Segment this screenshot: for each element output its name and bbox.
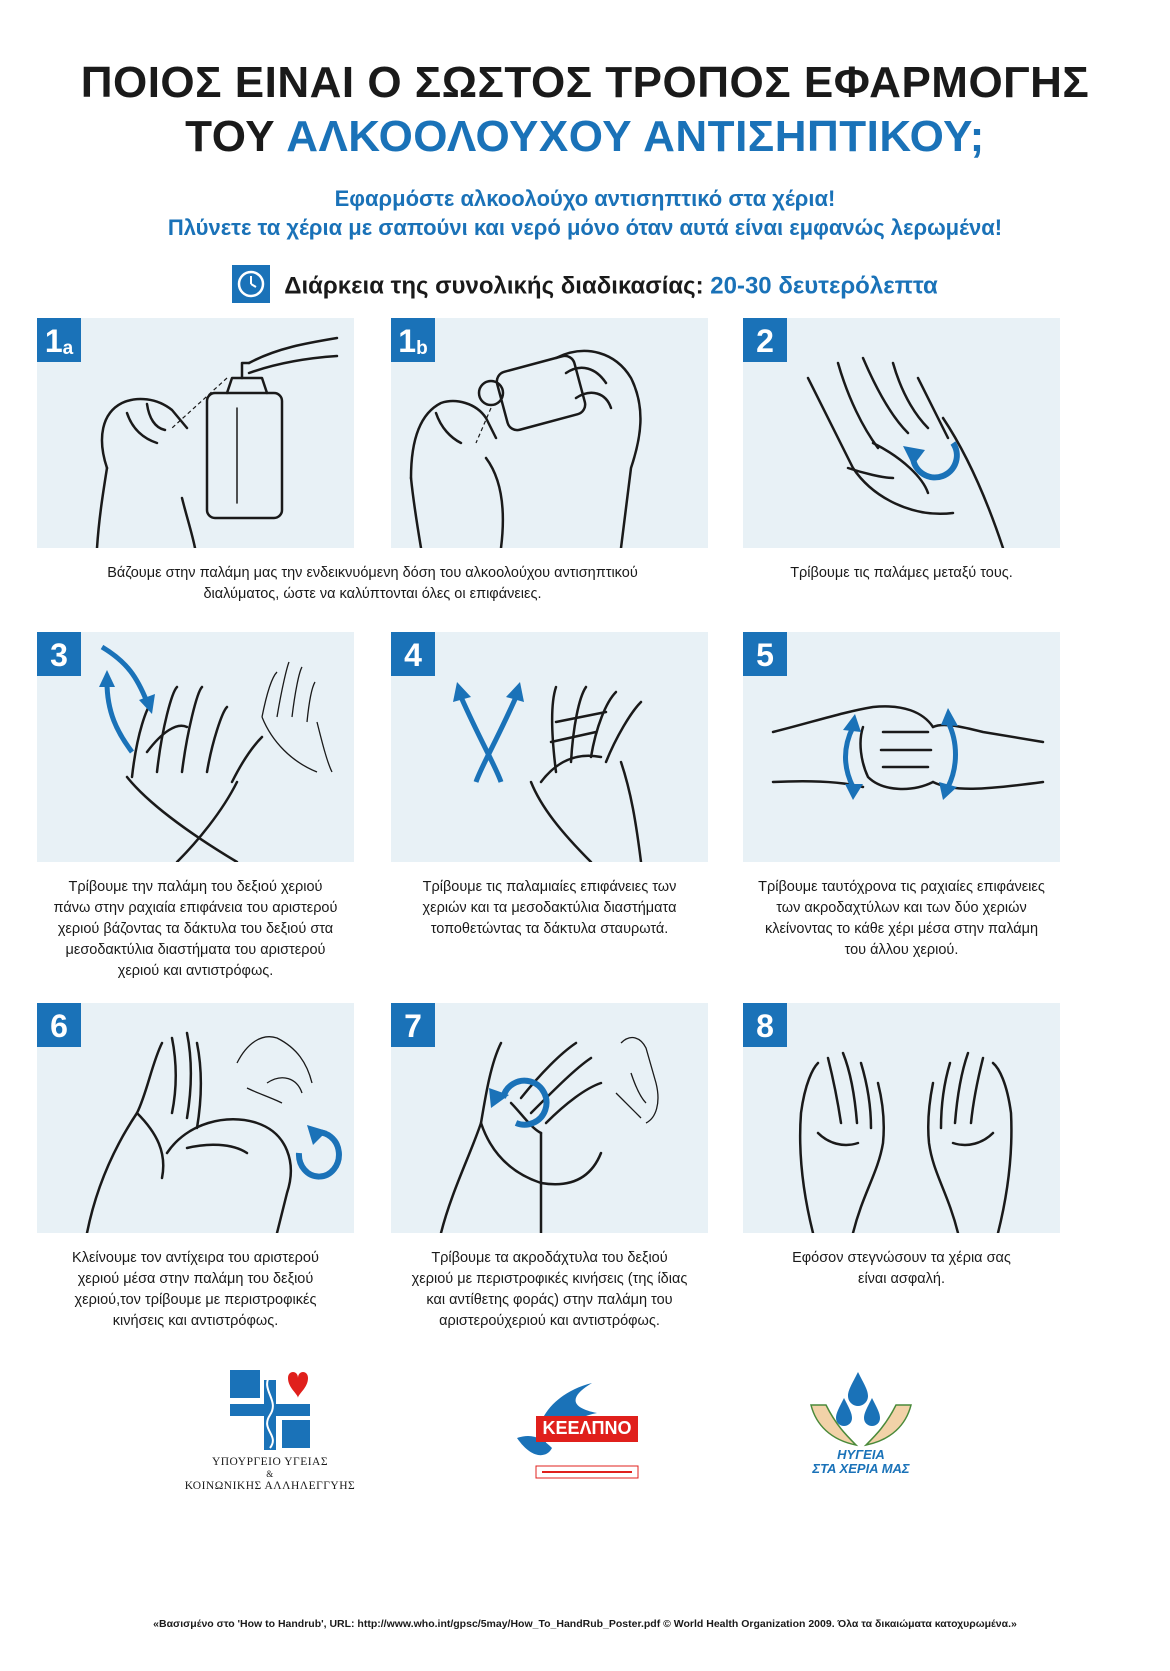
caption-step-3-line2: πάνω στην ραχιαία επιφάνεια του αριστερο…: [53, 900, 338, 916]
caption-step-4-line1: Τρίβουμε τις παλαμιαίες επιφάνειες των: [422, 879, 677, 895]
caption-step-7-line2: χεριού με περιστροφικές κινήσεις (της ίδ…: [411, 1271, 688, 1287]
step-8-illustration: [798, 1051, 1013, 1233]
keelpno-name: ΚΕΕΛΠΝΟ: [542, 1418, 632, 1438]
caption-step-4-line3: τοποθετώντας τα δάκτυλα σταυρωτά.: [430, 921, 669, 937]
caption-step-7-line1: Τρίβουμε τα ακροδάχτυλα του δεξιού: [431, 1250, 668, 1266]
ministry-line2: ΚΟΙΝΩΝΙΚΗΣ ΑΛΛΗΛΕΓΓΥΗΣ: [184, 1480, 356, 1492]
ministry-line1: ΥΠΟΥΡΓΕΙΟ ΥΓΕΙΑΣ: [211, 1456, 329, 1468]
subtitle-apply: Εφαρμόστε αλκοολούχο αντισηπτικό στα χέρ…: [334, 186, 836, 211]
caption-step-8-line1: Εφόσον στεγνώσουν τα χέρια σας: [792, 1250, 1011, 1266]
caption-step-7-line3: και αντίθετης φοράς) στην παλάμη του: [426, 1292, 673, 1308]
step-7-illustration: [439, 1036, 659, 1233]
step-2-illustration: [806, 356, 1005, 548]
hygeia-name: ΗΥΓΕΙΑ ΣΤΑ ΧΕΡΙΑ ΜΑΣ: [806, 1448, 916, 1476]
page-title-line2: ΤΟΥ ΑΛΚΟΟΛΟΥΧΟΥ ΑΝΤΙΣΗΠΤΙΚΟΥ;: [0, 112, 1170, 162]
step-4-illustration: [453, 682, 643, 862]
caption-step-2: Τρίβουμε τις παλάμες μεταξύ τους.: [743, 563, 1060, 584]
footer-credit: «Βασισμένο στο 'How to Handrub', URL: ht…: [153, 1618, 1017, 1630]
caption-step-6-line1: Κλείνουμε τον αντίχειρα του αριστερού: [72, 1250, 319, 1266]
step-1a-illustration: [95, 336, 339, 548]
title-prefix: ΤΟΥ: [185, 112, 287, 161]
caption-step-5-line3: κλείνοντας το κάθε χέρι μέσα στην παλάμη: [764, 921, 1039, 937]
caption-step-7-line4: αριστερούχεριού και αντιστρόφως.: [439, 1313, 660, 1329]
ministry-name: ΥΠΟΥΡΓΕΙΟ ΥΓΕΙΑΣ & ΚΟΙΝΩΝΙΚΗΣ ΑΛΛΗΛΕΓΓΥΗ…: [150, 1455, 390, 1493]
caption-step-3-line5: χεριού και αντιστρόφως.: [117, 963, 274, 979]
step-7-badge: 7: [391, 1003, 435, 1047]
title-highlight: ΑΛΚΟΟΛΟΥΧΟΥ ΑΝΤΙΣΗΠΤΙΚΟΥ;: [286, 112, 985, 161]
step-6-badge: 6: [37, 1003, 81, 1047]
caption-step-1: Βάζουμε στην παλάμη μας την ενδεικνυόμεν…: [37, 563, 708, 605]
step-8-badge: 8: [743, 1003, 787, 1047]
keelpno-logo: ΚΕΕΛΠΝΟ: [512, 1378, 642, 1488]
caption-step-4-line2: χεριών και τα μεσοδακτύλια διαστήματα: [422, 900, 677, 916]
caption-step-6: Κλείνουμε τον αντίχειρα του αριστερού χε…: [37, 1248, 354, 1332]
caption-step-6-line2: χεριού μέσα στην παλάμη του δεξιού: [77, 1271, 314, 1287]
caption-step-3-line3: χεριού βάζοντας τα δάκτυλα του δεξιού στ…: [57, 921, 334, 937]
caption-step-3-line4: μεσοδακτύλια διαστήματα του αριστερού: [65, 942, 326, 958]
step-5-illustration: [771, 705, 1045, 800]
panel-step-5: 5: [743, 632, 1060, 862]
clock-icon: [232, 265, 271, 303]
ministry-amp: &: [266, 1469, 274, 1479]
step-3-badge: 3: [37, 632, 81, 676]
step-3-illustration: [99, 644, 333, 862]
step-4-badge: 4: [391, 632, 435, 676]
step-6-illustration: [85, 1031, 342, 1233]
step-5-badge: 5: [743, 632, 787, 676]
duration-label: Διάρκεια της συνολικής διαδικασίας:: [284, 272, 711, 300]
panel-step-8: 8: [743, 1003, 1060, 1233]
panel-step-6: 6: [37, 1003, 354, 1233]
caption-step-5-line2: των ακροδαχτύλων και των δύο χεριών: [776, 900, 1027, 916]
panel-step-3: 3: [37, 632, 354, 862]
duration-line: Διάρκεια της συνολικής διαδικασίας: 20-3…: [0, 265, 1170, 306]
step-1b-illustration: [409, 349, 642, 548]
caption-step-2-line1: Τρίβουμε τις παλάμες μεταξύ τους.: [790, 565, 1013, 581]
caption-step-4: Τρίβουμε τις παλαμιαίες επιφάνειες των χ…: [391, 877, 708, 940]
caption-step-3: Τρίβουμε την παλάμη του δεξιού χεριού πά…: [37, 877, 354, 982]
caption-step-5-line4: του άλλου χεριού.: [844, 942, 959, 958]
hygeia-line1: ΗΥΓΕΙΑ: [837, 1447, 885, 1462]
caption-step-5: Τρίβουμε ταυτόχρονα τις ραχιαίες επιφάνε…: [736, 877, 1067, 961]
caption-step-5-line1: Τρίβουμε ταυτόχρονα τις ραχιαίες επιφάνε…: [758, 879, 1045, 895]
caption-step-6-line4: κινήσεις και αντιστρόφως.: [112, 1313, 279, 1329]
panel-step-4: 4: [391, 632, 708, 862]
caption-step-1-line2: διαλύματος, ώστε να καλύπτονται όλες οι …: [203, 586, 542, 602]
hygeia-line2: ΣΤΑ ΧΕΡΙΑ ΜΑΣ: [812, 1461, 910, 1476]
subtitle-wash: Πλύνετε τα χέρια με σαπούνι και νερό μόν…: [167, 215, 1003, 240]
caption-step-8: Εφόσον στεγνώσουν τα χέρια σας είναι ασφ…: [743, 1248, 1060, 1290]
duration-value: 20-30 δευτερόλεπτα: [710, 272, 938, 300]
panel-step-7: 7: [391, 1003, 708, 1233]
page-title-line1: ΠΟΙΟΣ ΕΙΝΑΙ Ο ΣΩΣΤΟΣ ΤΡΟΠΟΣ ΕΦΑΡΜΟΓΗΣ: [80, 58, 1090, 107]
caption-step-3-line1: Τρίβουμε την παλάμη του δεξιού χεριού: [68, 879, 323, 895]
step-2-badge: 2: [743, 318, 787, 362]
panel-step-2: 2: [743, 318, 1060, 548]
caption-step-7: Τρίβουμε τα ακροδάχτυλα του δεξιού χεριο…: [384, 1248, 715, 1332]
caption-step-6-line3: χεριού,τον τρίβουμε με περιστροφικές: [74, 1292, 317, 1308]
caption-step-8-line2: είναι ασφαλή.: [857, 1271, 946, 1287]
hygeia-logo: ΗΥΓΕΙΑ ΣΤΑ ΧΕΡΙΑ ΜΑΣ: [806, 1370, 916, 1490]
ministry-logo: [230, 1370, 310, 1450]
caption-step-1-line1: Βάζουμε στην παλάμη μας την ενδεικνυόμεν…: [107, 565, 638, 581]
